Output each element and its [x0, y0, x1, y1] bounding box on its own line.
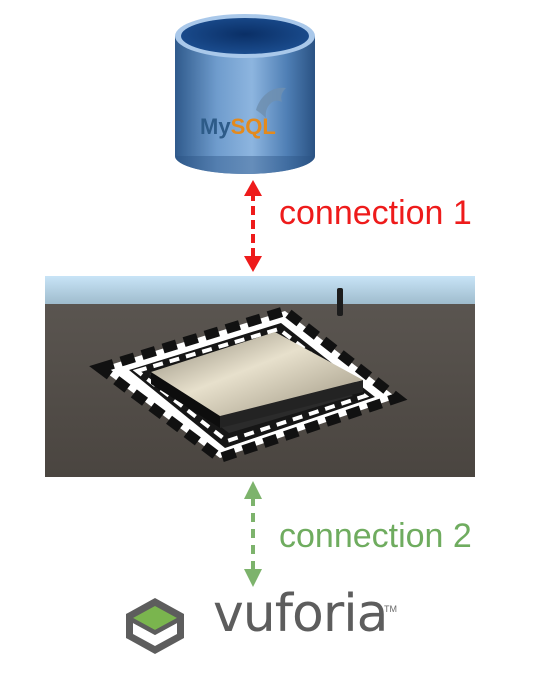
mysql-database-icon: MySQL [175, 14, 315, 174]
connection-1-arrow [244, 180, 262, 272]
mysql-logo-text: MySQL [200, 114, 276, 139]
dolphin-icon [256, 87, 286, 118]
ar-scene-preview [45, 276, 475, 477]
virtual-cube [151, 332, 363, 428]
connection-2-label: connection 2 [279, 517, 472, 555]
connection-2-arrow [244, 481, 262, 587]
connection-1-label: connection 1 [279, 194, 472, 232]
trademark-symbol: TM [384, 604, 397, 614]
vuforia-wordmark: vuforia [213, 584, 389, 644]
vuforia-logo-icon [126, 598, 184, 654]
